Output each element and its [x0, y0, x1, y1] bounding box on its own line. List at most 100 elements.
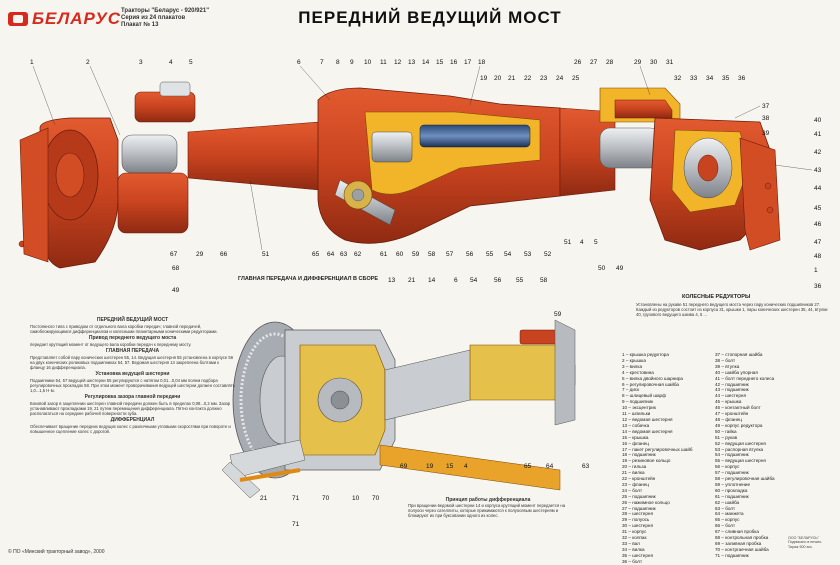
parts-list-item: 4 – крестовина — [622, 369, 654, 375]
parts-list-item: 18 – подшипник — [622, 452, 656, 458]
parts-list-item: 15 – крышка — [622, 434, 649, 440]
parts-list-item: 49 – корпус редуктора — [715, 422, 763, 428]
callout: 69 — [400, 463, 408, 470]
parts-list-item: 32 – колпак — [622, 535, 647, 541]
parts-list-item: 1 – крышка редуктора — [622, 352, 669, 357]
callout: 41 — [814, 131, 822, 138]
callout: 10 — [352, 495, 360, 502]
callout: 63 — [340, 251, 348, 258]
callout: 9 — [350, 59, 354, 66]
callout: 24 — [556, 75, 564, 82]
central-housing-cutaway — [317, 87, 561, 244]
callout: 1 — [30, 59, 34, 66]
parts-list-item: 19 – резиновое кольцо — [622, 458, 671, 464]
callout: 2 — [86, 59, 90, 66]
drive-title: Привод переднего ведущего моста — [88, 335, 177, 341]
main-gear-text: Представляет собой пару конических шесте… — [30, 355, 234, 370]
callout: 64 — [327, 251, 335, 258]
install-title: Установка ведущей шестерни — [95, 371, 170, 377]
parts-list-item: 34 – вилка — [622, 546, 645, 552]
callout: 44 — [814, 185, 822, 192]
callout: 61 — [380, 251, 388, 258]
brand-name: БЕЛАРУС — [32, 9, 122, 28]
callout: 56 — [494, 277, 502, 284]
parts-list-item: 31 – корпус — [622, 529, 647, 535]
principle-text: При вращении ведомой шестерни 14 и корпу… — [408, 503, 566, 518]
parts-list-item: 54 – подшипник — [715, 452, 749, 458]
callout: 23 — [540, 75, 548, 82]
parts-list-item: 46 – контактный болт — [715, 405, 761, 411]
callout: 15 — [436, 59, 444, 66]
callout: 3 — [139, 59, 143, 66]
parts-list-item: 25 – подшипник — [622, 493, 656, 499]
series-line: Плакат № 13 — [121, 22, 159, 28]
callout: 13 — [408, 59, 416, 66]
parts-list-item: 59 – уплотнение — [715, 481, 751, 487]
callout: 36 — [814, 283, 822, 290]
parts-list-item: 12 – ведомая шестерня — [622, 416, 673, 422]
parts-list-item: 41 – болт переднего колеса — [715, 375, 775, 381]
parts-list-item: 50 – гайка — [715, 428, 737, 434]
description-column: ПЕРЕДНИЙ ВЕДУЩИЙ МОСТ Постоянного типа с… — [30, 316, 235, 436]
parts-list-item: 61 – подшипник — [715, 493, 749, 499]
callout: 31 — [666, 59, 674, 66]
wheel-reducers-title: КОЛЕСНЫЕ РЕДУКТОРЫ — [682, 294, 751, 300]
parts-list-item: 52 – ведущая шестерня — [715, 440, 766, 446]
drive-text: передает крутящий момент от ведущего вал… — [30, 342, 192, 347]
callout: 54 — [504, 251, 512, 258]
callout: 70 — [372, 495, 380, 502]
callout: 47 — [814, 239, 822, 246]
poster-series-info: Тракторы "Беларус - 920/921" Серия из 24… — [121, 8, 209, 29]
parts-list-item: 29 – полуось — [622, 517, 650, 523]
parts-list-item: 9 – подшипник — [622, 399, 654, 405]
callout: 58 — [540, 277, 548, 284]
parts-list-item: 42 – подшипник — [715, 381, 749, 387]
callout: 28 — [606, 59, 614, 66]
callout: 4 — [464, 463, 468, 470]
differential-case — [284, 329, 396, 471]
intro-text: Постоянного типа с приводом от отдельног… — [30, 324, 218, 334]
callout: 59 — [554, 311, 562, 318]
callout: 5 — [594, 239, 598, 246]
callout: 12 — [394, 59, 402, 66]
parts-list-item: 38 – болт — [715, 357, 736, 363]
callout: 15 — [446, 463, 454, 470]
callout: 39 — [762, 130, 770, 137]
parts-list-item: 5 – вилка двойного шарнира — [622, 375, 683, 381]
callout: 7 — [320, 59, 324, 66]
leader-lines — [32, 65, 813, 251]
parts-list-item: 2 – крышка — [622, 357, 646, 363]
page-title: ПЕРЕДНИЙ ВЕДУЩИЙ МОСТ — [298, 8, 562, 27]
callout: 48 — [814, 253, 822, 260]
parts-list-item: 43 – подшипник — [715, 387, 749, 393]
callout: 60 — [396, 251, 404, 258]
callout: 57 — [446, 251, 454, 258]
callout: 46 — [814, 221, 822, 228]
callout: 55 — [516, 277, 524, 284]
parts-list-item: 48 – фланец — [715, 416, 742, 422]
callout: 71 — [292, 495, 300, 502]
callout: 62 — [354, 251, 362, 258]
callout: 29 — [196, 251, 204, 258]
stamp-line: Тираж 500 экз. — [788, 544, 813, 549]
callout: 6 — [297, 59, 301, 66]
parts-list-item: 56 – корпус — [715, 464, 740, 470]
parts-list-item: 71 – подшипник — [715, 552, 749, 558]
callout: 20 — [494, 75, 502, 82]
series-line: Серия из 24 плакатов — [121, 15, 186, 21]
parts-list-item: 27 – подшипник — [622, 505, 656, 511]
parts-list-item: 16 – фланец — [622, 440, 649, 446]
callout: 54 — [470, 277, 478, 284]
callout: 27 — [590, 59, 598, 66]
callout: 45 — [814, 205, 822, 212]
left-wheel-reducer — [18, 117, 119, 269]
callout: 68 — [172, 265, 180, 272]
parts-list-item: 20 – гильза — [622, 464, 647, 470]
parts-list-item: 53 – распорная втулка — [715, 446, 764, 452]
parts-list-item: 24 – болт — [622, 487, 643, 493]
parts-list-item: 17 – пакет регулировочных шайб — [622, 446, 693, 452]
diff-callouts: 13 21 14 6 54 56 55 58 59 71 70 69 19 15… — [260, 277, 590, 528]
assembly-title: ГЛАВНАЯ ПЕРЕДАЧА И ДИФФЕРЕНЦИАЛ В СБОРЕ — [238, 276, 379, 282]
callout: 14 — [428, 277, 436, 284]
